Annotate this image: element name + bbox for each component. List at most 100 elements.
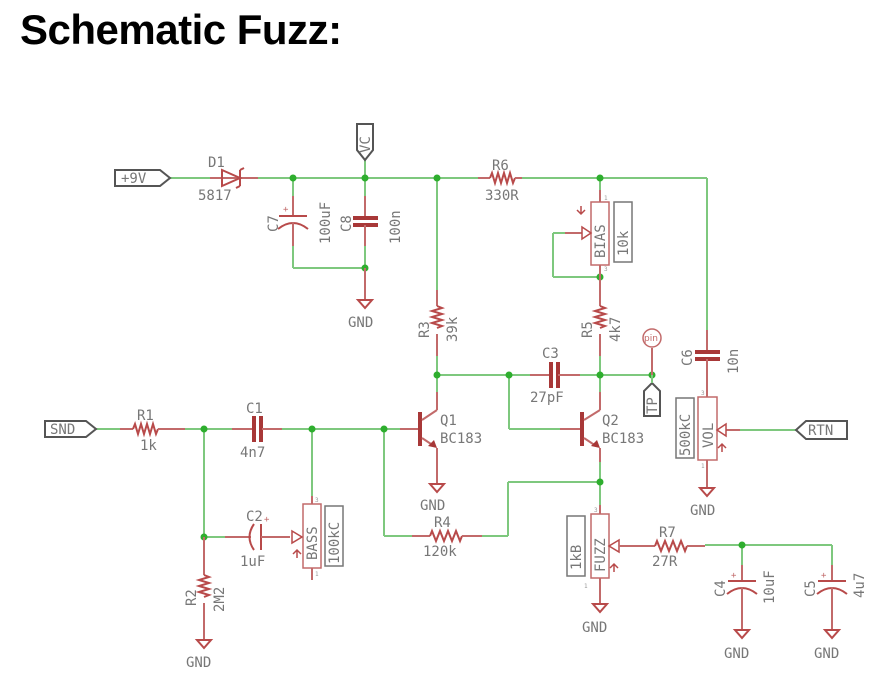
bias-pin1: 1 [604, 195, 608, 202]
c6-ref: C6 [680, 349, 696, 366]
q2-value: BC183 [602, 431, 644, 447]
page-title: Schematic Fuzz: [20, 6, 342, 53]
c5-value: 4u7 [852, 573, 868, 598]
r4-ref: R4 [434, 515, 451, 531]
vol-ref: VOL [701, 423, 717, 448]
port-rtn: RTN [794, 420, 848, 440]
c3-value: 27pF [530, 390, 564, 406]
r6-ref: R6 [492, 158, 509, 174]
resistor-r6: R6 330R [478, 158, 522, 204]
gnd-c8: GND [348, 268, 375, 331]
r1-ref: R1 [137, 408, 154, 424]
c7-ref: C7 [266, 215, 282, 232]
capacitor-c7: + C7 100uF [266, 196, 334, 246]
port-tp: TP [643, 375, 661, 417]
port-snd: SND [44, 420, 98, 438]
potentiometer-bias: BIAS 10k 1 3 [565, 190, 633, 290]
port-vc-label: VC [358, 136, 374, 153]
bias-pin3: 3 [604, 266, 608, 273]
resistor-r2: R2 2M2 GND [184, 537, 228, 671]
c8-value: 100n [388, 210, 404, 244]
junctions [200, 174, 746, 549]
vol-pin1: 1 [701, 463, 705, 470]
gnd-label: GND [348, 315, 373, 331]
port-rtn-label: RTN [808, 423, 833, 439]
q1-ref: Q1 [440, 413, 457, 429]
potentiometer-fuzz: FUZZ 1kB 3 1 GND [566, 505, 650, 636]
r5-ref: R5 [580, 321, 596, 338]
svg-text:+: + [821, 571, 827, 581]
bias-value: 10k [616, 230, 632, 256]
potentiometer-bass: BASS 100kC 3 1 [291, 496, 344, 580]
r2-ref: R2 [184, 589, 200, 606]
c8-ref: C8 [339, 215, 355, 232]
port-plus9v: +9V [114, 169, 172, 187]
bass-pin3: 3 [315, 497, 319, 504]
c4-value: 10uF [762, 570, 778, 604]
c2-ref: C2 [246, 509, 263, 525]
vol-value: 500kC [678, 414, 694, 456]
c2-value: 1uF [240, 554, 265, 570]
gnd-label: GND [582, 620, 607, 636]
q2-ref: Q2 [602, 413, 619, 429]
test-pin: pin [642, 328, 662, 375]
fuzz-value: 1kB [569, 545, 585, 570]
resistor-r5: R5 4k7 [580, 290, 624, 356]
r5-value: 4k7 [608, 317, 624, 342]
svg-text:+: + [731, 571, 737, 581]
port-plus9v-label: +9V [121, 171, 147, 187]
capacitor-c2: + C2 1uF [225, 509, 290, 570]
r3-value: 39k [445, 316, 461, 342]
vol-pin3: 3 [701, 390, 705, 397]
gnd-vol: GND [690, 487, 717, 519]
capacitor-c1: C1 4n7 [232, 401, 282, 461]
capacitor-c6: C6 10n [680, 330, 742, 397]
r6-value: 330R [485, 188, 519, 204]
wires [96, 160, 833, 565]
port-snd-label: SND [50, 422, 75, 438]
d1-value: 5817 [198, 188, 232, 204]
capacitor-c5: + C5 4u7 GND [803, 565, 868, 662]
c1-value: 4n7 [240, 445, 265, 461]
transistor-q2: Q2 BC183 [560, 392, 644, 462]
bass-value: 100kC [327, 522, 343, 564]
bass-pin1: 1 [315, 571, 319, 578]
bias-ref: BIAS [593, 224, 609, 258]
c1-ref: C1 [246, 401, 263, 417]
d1-ref: D1 [208, 155, 225, 171]
resistor-r1: R1 1k [120, 408, 185, 454]
r2-value: 2M2 [212, 587, 228, 612]
r3-ref: R3 [417, 321, 433, 338]
capacitor-c8: C8 100n [339, 196, 404, 246]
gnd-label: GND [814, 646, 839, 662]
fuzz-pin3: 3 [594, 507, 598, 514]
svg-text:+: + [264, 515, 270, 525]
port-tp-label: TP [645, 397, 661, 414]
r7-value: 27R [652, 554, 678, 570]
c4-ref: C4 [713, 580, 729, 597]
gnd-label: GND [186, 655, 211, 671]
port-vc: VC [356, 123, 374, 162]
diode-d1: D1 5817 [198, 155, 258, 204]
potentiometer-vol: VOL 500kC 3 1 [675, 390, 740, 488]
fuzz-pin1: 1 [584, 583, 588, 590]
transistor-q1: GND Q1 BC183 [400, 392, 482, 514]
r7-ref: R7 [659, 525, 676, 541]
r1-value: 1k [140, 438, 157, 454]
resistor-r7: R7 27R [650, 525, 705, 570]
resistor-r4: R4 120k [412, 515, 482, 560]
capacitor-c3: C3 27pF [530, 346, 580, 406]
q1-value: BC183 [440, 431, 482, 447]
svg-text:+: + [283, 205, 289, 215]
resistor-r3: R3 39k [417, 290, 461, 356]
c6-value: 10n [726, 349, 742, 374]
test-pin-label: pin [644, 334, 658, 344]
gnd-label: GND [724, 646, 749, 662]
bass-ref: BASS [305, 526, 321, 560]
c5-ref: C5 [803, 580, 819, 597]
c7-value: 100uF [318, 202, 334, 244]
r4-value: 120k [423, 544, 457, 560]
capacitor-c4: + C4 10uF GND [713, 565, 778, 662]
gnd-label: GND [690, 503, 715, 519]
